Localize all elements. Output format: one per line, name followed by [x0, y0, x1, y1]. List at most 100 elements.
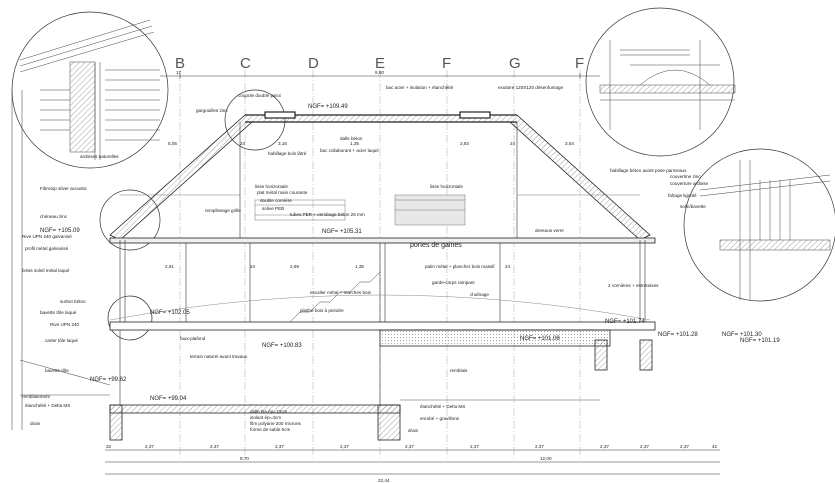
- label-remblais: remblais: [450, 368, 468, 373]
- label-chainage: chaînage: [470, 292, 489, 297]
- ngf-attic: NGF= +105.31: [322, 229, 362, 235]
- label-solive: solive PEB: [262, 206, 284, 211]
- label-patin: patin métal + plancher bois massif: [425, 264, 495, 269]
- label-dalle-beton: dalle béton: [340, 136, 363, 141]
- label-dalle-ba: dalle BA ép=13cm: [250, 409, 287, 414]
- axis-letter-g: G: [509, 55, 521, 72]
- ngf-right4: NGF= +101.19: [740, 338, 780, 344]
- interior-walls: [119, 122, 646, 405]
- label-remblaiement: remblaiement: [22, 394, 51, 399]
- int-dim-0: 5,05: [168, 141, 177, 146]
- label-solin: solin/bavette: [680, 204, 706, 209]
- label-carter: carter tôle laqué: [45, 338, 78, 343]
- label-dessous: dessous verre: [535, 228, 564, 233]
- int-dim-7: 2,69: [290, 264, 299, 269]
- staircase: [289, 271, 381, 323]
- ngf-right3: NGF= +101.30: [722, 332, 762, 338]
- label-bac-collab: bac collaborant + acier laqué: [320, 148, 379, 153]
- label-bavette: bavette tôle laqué: [40, 310, 77, 315]
- label-rive-upn: Rive UPN 240 galvanisé: [22, 234, 72, 239]
- int-dim-11: 24: [505, 264, 511, 269]
- dim-r1-6: 2,37: [470, 444, 479, 449]
- int-dim-8: 24: [240, 141, 246, 146]
- label-drain-right: drain: [408, 428, 419, 433]
- dim-r1-11: 42: [712, 444, 718, 449]
- label-brisis: brisis soleil métal laqué: [22, 268, 70, 273]
- detail-3-content: [699, 160, 831, 300]
- label-etancheite-left: étanchéité + Delta MS: [25, 403, 70, 408]
- label-drain: drain: [30, 421, 41, 426]
- top-dim-left: 17: [176, 70, 182, 75]
- int-dim-1: 3,16: [278, 141, 287, 146]
- label-film: film polyane 200 microns: [250, 421, 302, 426]
- label-double-corniere: double cornière: [260, 198, 292, 203]
- label-isolant: isolant ép=4cm: [250, 415, 281, 420]
- dim-r1-5: 2,37: [405, 444, 414, 449]
- label-couronnement: couvertine zinc: [670, 174, 701, 179]
- label-habillage-right: habillage béton avant pose panneaux: [610, 168, 687, 173]
- label-faux-plafond: faux-plafond: [180, 336, 206, 341]
- attic-railings: [120, 194, 640, 226]
- dim-r1-4: 2,37: [340, 444, 349, 449]
- label-enrobe: enrobé + gravillons: [420, 416, 460, 421]
- label-fibrotop: Fibrotop silver acoustic: [40, 186, 88, 191]
- label-poutre-horiz-2: lisse horizontale: [430, 184, 463, 189]
- int-dim-2: 1,35: [350, 141, 359, 146]
- axis-letters: B C D E F G F: [175, 55, 584, 72]
- label-tubes: tubes PER + enrobage béton 26 mm: [290, 212, 365, 217]
- label-bac-acier: bac acier + isolation + étanchéité: [386, 85, 454, 90]
- dim-r1-3: 2,37: [275, 444, 284, 449]
- int-dim-6: 1,35: [355, 264, 364, 269]
- label-etancheite: étanchéité + Delta MS: [420, 404, 465, 409]
- ceiling-curve: [109, 294, 651, 321]
- dim-r1-8: 2,37: [600, 444, 609, 449]
- int-dim-9: 24: [510, 141, 516, 146]
- dim-r1-2: 2,37: [210, 444, 219, 449]
- dim-r2-left: 8,70: [240, 456, 249, 461]
- ground-line: [19, 359, 600, 401]
- int-dim-10: 24: [250, 264, 256, 269]
- dim-r1-10: 2,37: [680, 444, 689, 449]
- ngf-eave: NGF= +105.09: [40, 228, 80, 234]
- label-plinthe: plinthe bois à peindre: [300, 308, 344, 313]
- label-portes-gaines: portes de gaines: [410, 242, 462, 249]
- axis-letter-b: B: [175, 55, 185, 72]
- label-habillage: habillage bois lâtré: [268, 151, 307, 156]
- label-remplissage: remplissage grille: [205, 208, 241, 213]
- label-ardoises: ardoises naturelles: [80, 154, 119, 159]
- ngf-outside: NGF= +99.62: [90, 377, 127, 383]
- label-forme: forme de sable 5cm: [250, 427, 291, 432]
- left-vertical-dim: [11, 90, 23, 430]
- top-dimension: [160, 73, 600, 79]
- axis-gridlines: [179, 70, 581, 460]
- label-terrain: terrain naturel avant travaux: [190, 354, 248, 359]
- label-profil: profil métal galvanisé: [25, 246, 69, 251]
- axis-letter-c: C: [240, 55, 251, 72]
- bottom-dim-row1: 32 2,37 2,37 2,37 2,37 2,37 2,37 2,37 2,…: [106, 444, 718, 449]
- int-dim-5: 2,51: [165, 264, 174, 269]
- label-garde-corps: garde-corps rampant: [432, 280, 475, 285]
- label-faitage: faîtage lignolé: [668, 193, 697, 198]
- ngf-right2: NGF= +101.28: [658, 332, 698, 338]
- top-dim-main: 9,50: [375, 70, 384, 75]
- label-mini: 2 cornières + entretoises: [608, 283, 659, 288]
- interior-dimensions: 5,05 3,16 1,35 2,93 3,64 2,51 1,35 2,69 …: [165, 141, 574, 269]
- label-escalier: escalier métal + marches bois: [310, 290, 372, 295]
- ngf-ridge: NGF= +109.49: [308, 104, 348, 110]
- ngf-ground: NGF= +100.83: [262, 343, 302, 349]
- label-evacuation: exutoire 120X120 désenfumage: [498, 85, 564, 90]
- dim-r1-0: 32: [106, 444, 112, 449]
- label-bavette2: bavette tôle: [45, 368, 69, 373]
- label-couverture: couverture ardoise: [670, 181, 708, 186]
- label-chenau: chéneau zinc: [40, 214, 68, 219]
- int-dim-3: 2,93: [460, 141, 469, 146]
- label-surbot: surbot béton: [60, 299, 86, 304]
- ngf-base: NGF= +99.04: [150, 396, 187, 402]
- ngf-floor1: NGF= +102.05: [150, 310, 190, 316]
- axis-letter-e: E: [375, 55, 385, 72]
- floor-slabs: [109, 237, 656, 441]
- detail-circles: [11, 7, 835, 341]
- dim-r1-7: 2,37: [535, 444, 544, 449]
- int-dim-4: 3,64: [565, 141, 574, 146]
